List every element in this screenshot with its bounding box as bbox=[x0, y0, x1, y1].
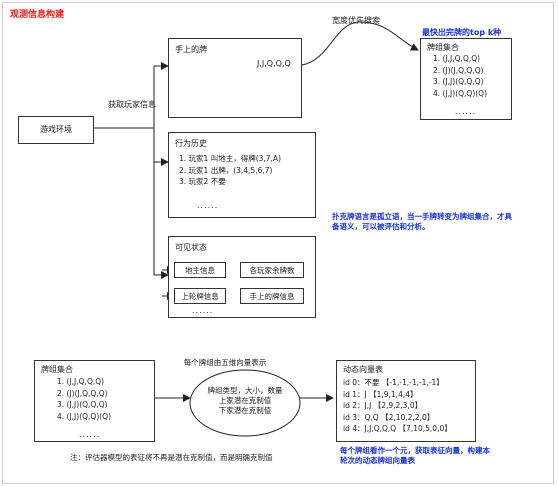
list-item: id 2：J,J 【2,9,2,3,0】 bbox=[343, 401, 423, 410]
topk-set-box: 牌组集合 1. (J,J,Q,Q,Q) 2. (J)(J,Q,Q,Q) 3. (… bbox=[420, 38, 512, 120]
list-item: 2. 玩家1 出牌，(3,4,5,6,7) bbox=[179, 165, 273, 175]
cell-remaining-cards: 各玩家余牌数 bbox=[240, 262, 304, 278]
visible-ellipsis: ...... bbox=[192, 306, 214, 315]
dynamic-table-box: 动态向量表 id 0：不要 【-1,-1,-1,-1,-1】 id 1：J 【1… bbox=[336, 360, 476, 442]
ellipse-caption: 每个牌组由五维向量表示 bbox=[183, 358, 267, 367]
list-item: 2. (J)(J,Q,Q,Q) bbox=[433, 65, 484, 75]
topk-set-list: 1. (J,J,Q,Q,Q) 2. (J)(J,Q,Q,Q) 3. (J,J)(… bbox=[433, 53, 487, 99]
list-item: 1. (J,J,Q,Q,Q) bbox=[57, 377, 105, 386]
outer-frame bbox=[2, 2, 554, 484]
topk-set-title: 牌组集合 bbox=[427, 43, 459, 52]
list-item: 4. (J,J)(Q,Q)(Q) bbox=[57, 411, 111, 421]
edge-search bbox=[301, 21, 419, 66]
list-item: id 3：Q,Q 【2,10,2,2,0】 bbox=[343, 412, 435, 422]
ellipse-line-2: 上家潜在克制值 bbox=[218, 396, 272, 405]
list-item: id 0：不要 【-1,-1,-1,-1,-1】 bbox=[343, 378, 444, 387]
cell-hand-info: 手上的牌信息 bbox=[240, 288, 304, 304]
note-isolated: 扑克牌语言是孤立语，当一手牌转变为牌组集合，才具备语义，可以被评估和分析。 bbox=[332, 212, 512, 231]
bottom-set-title: 牌组集合 bbox=[41, 365, 73, 374]
list-item: 1. (J,J,Q,Q,Q) bbox=[433, 54, 481, 63]
ellipse-line-3: 下家潜在克制值 bbox=[218, 406, 272, 415]
list-item: 3. (J,J)(Q,Q,Q) bbox=[57, 400, 108, 409]
ellipse-line-1: 牌组类型，大小，数量 bbox=[207, 386, 283, 395]
history-ellipsis: ...... bbox=[197, 201, 219, 210]
diagram-title: 观测信息构建 bbox=[10, 10, 65, 20]
list-item: 4. (J,J)(Q,Q)(Q) bbox=[433, 88, 487, 98]
hand-box: 手上的牌 J,J,Q,Q,Q bbox=[168, 38, 302, 118]
footnote: 注：评估器模型的表征将不再是潜在克制值，而是明确克制值 bbox=[70, 453, 273, 462]
cell-landlord-info: 地主信息 bbox=[174, 262, 226, 278]
visible-title: 可见状态 bbox=[175, 243, 207, 252]
vector-ellipse bbox=[189, 369, 301, 437]
list-item: 3. (J,J)(Q,Q,Q) bbox=[433, 77, 484, 86]
list-item: id 4：J,J,Q,Q,Q 【7,10,5,0,0】 bbox=[343, 424, 452, 433]
env-box: 游戏环境 bbox=[18, 116, 94, 144]
history-list: 1. 玩家1 叫地主，得牌(3,7,A) 2. 玩家1 出牌，(3,4,5,6,… bbox=[179, 153, 281, 188]
hand-title: 手上的牌 bbox=[175, 45, 207, 54]
dynamic-title: 动态向量表 bbox=[343, 365, 383, 374]
bottom-set-ellipsis: ...... bbox=[79, 430, 101, 439]
topk-ellipsis: ...... bbox=[455, 107, 477, 116]
hand-cards: J,J,Q,Q,Q bbox=[257, 59, 291, 68]
note-dynamic: 每个牌组看作一个元，获取表征向量，构建本轮次的动态牌组向量表 bbox=[340, 446, 490, 465]
list-item: 3. 玩家2 不要 bbox=[179, 177, 226, 186]
list-item: 2. (J)(J,Q,Q,Q) bbox=[57, 388, 108, 398]
dynamic-list: id 0：不要 【-1,-1,-1,-1,-1】 id 1：J 【1,9,1,4… bbox=[343, 377, 452, 435]
env-label: 游戏环境 bbox=[40, 125, 72, 134]
bottom-set-box: 牌组集合 1. (J,J,Q,Q,Q) 2. (J)(J,Q,Q,Q) 3. (… bbox=[34, 360, 155, 442]
bottom-set-list: 1. (J,J,Q,Q,Q) 2. (J)(J,Q,Q,Q) 3. (J,J)(… bbox=[57, 376, 111, 422]
list-item: id 1：J 【1,9,1,4,4】 bbox=[343, 389, 418, 399]
edge-label-width-search: 宽度优先搜索 bbox=[332, 16, 380, 25]
edge-label-env: 获取玩家信息 bbox=[108, 100, 156, 109]
cell-last-round: 上轮牌信息 bbox=[174, 288, 226, 304]
history-title: 行为历史 bbox=[175, 139, 207, 148]
list-item: 1. 玩家1 叫地主，得牌(3,7,A) bbox=[179, 154, 281, 163]
topk-title: 最快出完牌的top k种 bbox=[422, 28, 502, 37]
history-box: 行为历史 1. 玩家1 叫地主，得牌(3,7,A) 2. 玩家1 出牌，(3,4… bbox=[168, 132, 316, 218]
